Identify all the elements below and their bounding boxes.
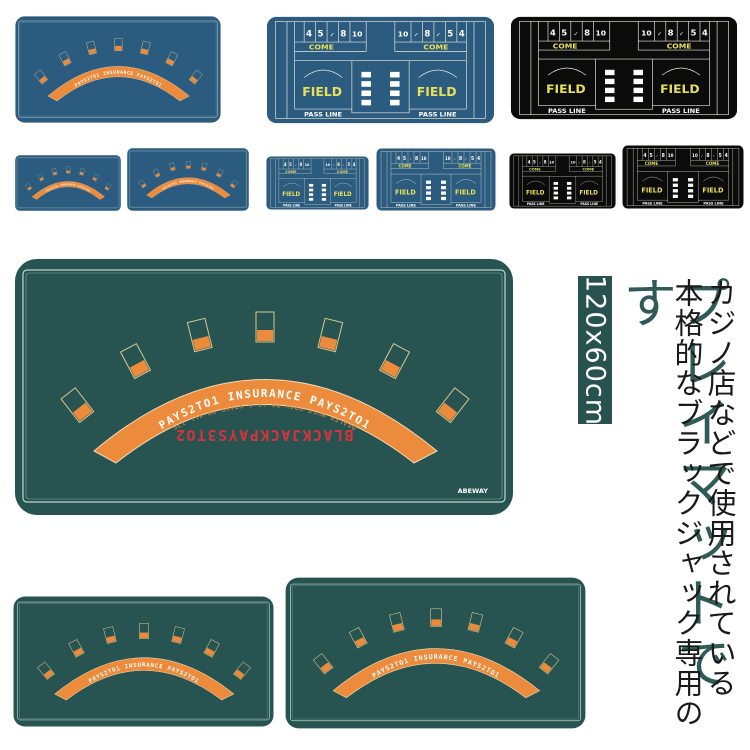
thumbnail-blackjack-blue-large <box>15 16 221 123</box>
brand-logo: ABEWAY <box>458 487 489 495</box>
bottom-blackjack-mat-large <box>285 577 586 729</box>
thumbnail-craps-blue-large <box>266 16 495 124</box>
headline-large: プレイマットです <box>614 275 731 695</box>
headline-line-2: 本格的なブラックジャック専用の <box>670 278 704 728</box>
size-badge: 120x60cm <box>578 274 612 426</box>
thumbnail-craps-blue-small-2 <box>376 148 496 211</box>
thumbnail-craps-blue-small-1 <box>266 156 369 210</box>
thumbnail-blackjack-blue-small-1 <box>15 155 121 211</box>
thumbnail-craps-black-small-2 <box>622 145 744 209</box>
bottom-blackjack-mat-small <box>13 596 274 727</box>
main-blackjack-mat: DEALER MUST DRAW TO 16 & STAND ON ALL 17… <box>14 258 514 516</box>
headline-line-1: カジノ店などで使用されている <box>703 278 737 698</box>
thumbnail-blackjack-blue-small-2 <box>127 148 249 211</box>
blackjack-pays-label: BLACKJACKPAYS3TO2 <box>174 426 353 444</box>
thumbnail-craps-black-large <box>510 16 738 120</box>
thumbnail-craps-black-small-1 <box>509 153 616 209</box>
